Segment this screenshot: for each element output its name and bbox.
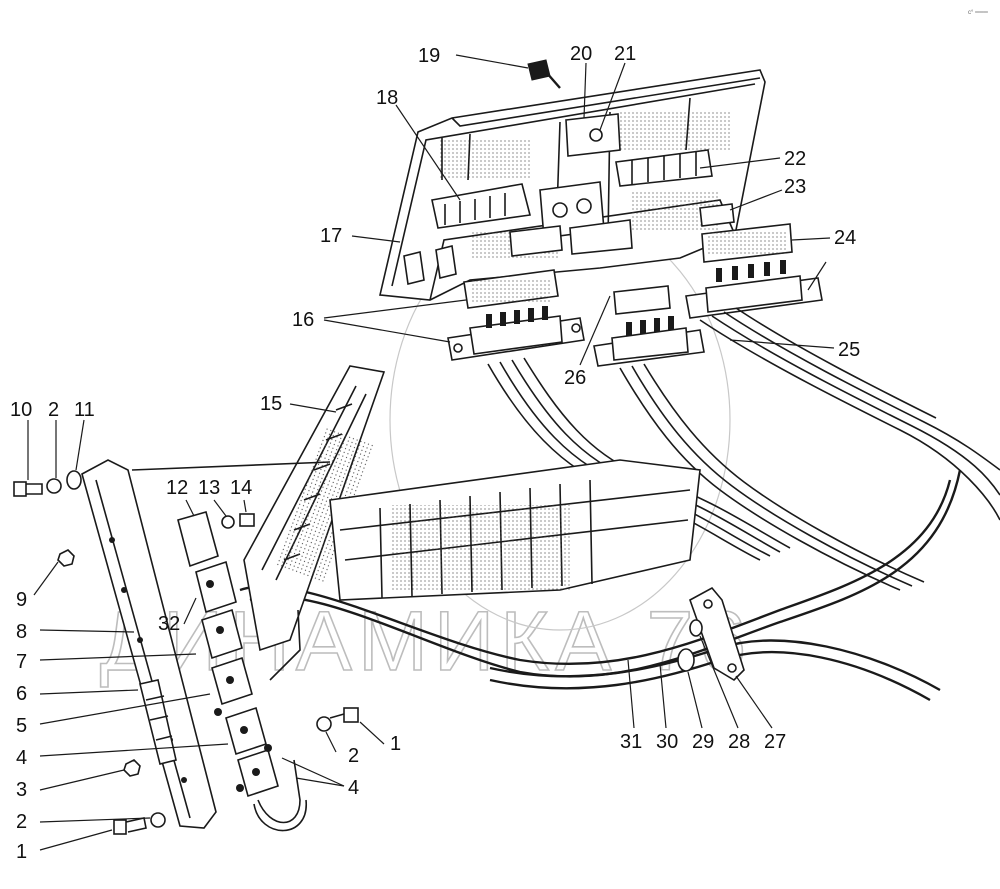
screw-13-14 (221, 513, 255, 529)
corner-mark: c° ═══ (968, 10, 989, 16)
grommet-28 (689, 619, 703, 637)
callout-20: 20 (570, 43, 592, 65)
connector-housing-24 (701, 223, 793, 263)
callout-8: 8 (16, 621, 27, 643)
mid-frame (243, 365, 701, 652)
callout-4-left: 4 (16, 747, 27, 769)
callout-1-right: 1 (390, 733, 401, 755)
callout-5: 5 (16, 715, 27, 737)
bolt-1-bottom (113, 817, 147, 835)
callout-32: 32 (158, 613, 180, 635)
callout-16: 16 (292, 309, 314, 331)
left-bracket-plate (81, 459, 217, 829)
nut-9 (57, 549, 75, 567)
washer-2-bottom (150, 812, 166, 828)
bolt-10 (13, 481, 43, 497)
screw-19 (527, 59, 561, 89)
callout-14: 14 (230, 477, 252, 499)
callout-27: 27 (764, 731, 786, 753)
callout-13: 13 (198, 477, 220, 499)
callout-17: 17 (320, 225, 342, 247)
callout-26: 26 (564, 367, 586, 389)
callout-6: 6 (16, 683, 27, 705)
callout-25: 25 (838, 339, 860, 361)
callout-22: 22 (784, 148, 806, 170)
callout-7: 7 (16, 651, 27, 673)
connector-23 (699, 203, 735, 227)
callout-9: 9 (16, 589, 27, 611)
right-bracket-27 (689, 586, 745, 682)
callout-31: 31 (620, 731, 642, 753)
top-panel (379, 69, 766, 301)
plug-26 (593, 316, 705, 367)
panel-window-left (431, 183, 531, 229)
callout-3: 3 (16, 779, 27, 801)
washer-11 (66, 470, 82, 490)
callout-28: 28 (728, 731, 750, 753)
callout-24: 24 (834, 227, 856, 249)
center-relay-block (509, 113, 633, 257)
callout-4-right: 4 (348, 777, 359, 799)
wire-harness (239, 307, 1000, 702)
callout-10: 10 (10, 399, 32, 421)
grommet-29 (677, 648, 695, 672)
callout-19: 19 (418, 45, 440, 67)
bracket-sight-line (131, 461, 331, 471)
callout-29: 29 (692, 731, 714, 753)
leader-lines (27, 54, 835, 851)
bolt-1-right (329, 707, 359, 723)
callout-2-top: 2 (48, 399, 59, 421)
callout-labels: 19 20 21 18 22 23 17 24 16 25 26 15 10 2… (10, 43, 860, 863)
callout-18: 18 (376, 87, 398, 109)
plug-16 (447, 306, 585, 361)
plug-24 (685, 260, 823, 319)
callout-12: 12 (166, 477, 188, 499)
callout-2-right: 2 (348, 745, 359, 767)
callout-21: 21 (614, 43, 636, 65)
callout-23: 23 (784, 176, 806, 198)
callout-15: 15 (260, 393, 282, 415)
callout-1-bottom: 1 (16, 841, 27, 863)
panel-window-right (615, 149, 713, 187)
nut-3 (123, 759, 141, 777)
relay-stack (177, 511, 307, 832)
callout-30: 30 (656, 731, 678, 753)
connector-housing-16 (463, 269, 559, 309)
callout-11: 11 (74, 399, 95, 421)
connector-housing-26 (613, 285, 671, 315)
washer-2-top (46, 478, 62, 494)
washer-2-right (316, 716, 332, 732)
callout-2-bottom: 2 (16, 811, 27, 833)
